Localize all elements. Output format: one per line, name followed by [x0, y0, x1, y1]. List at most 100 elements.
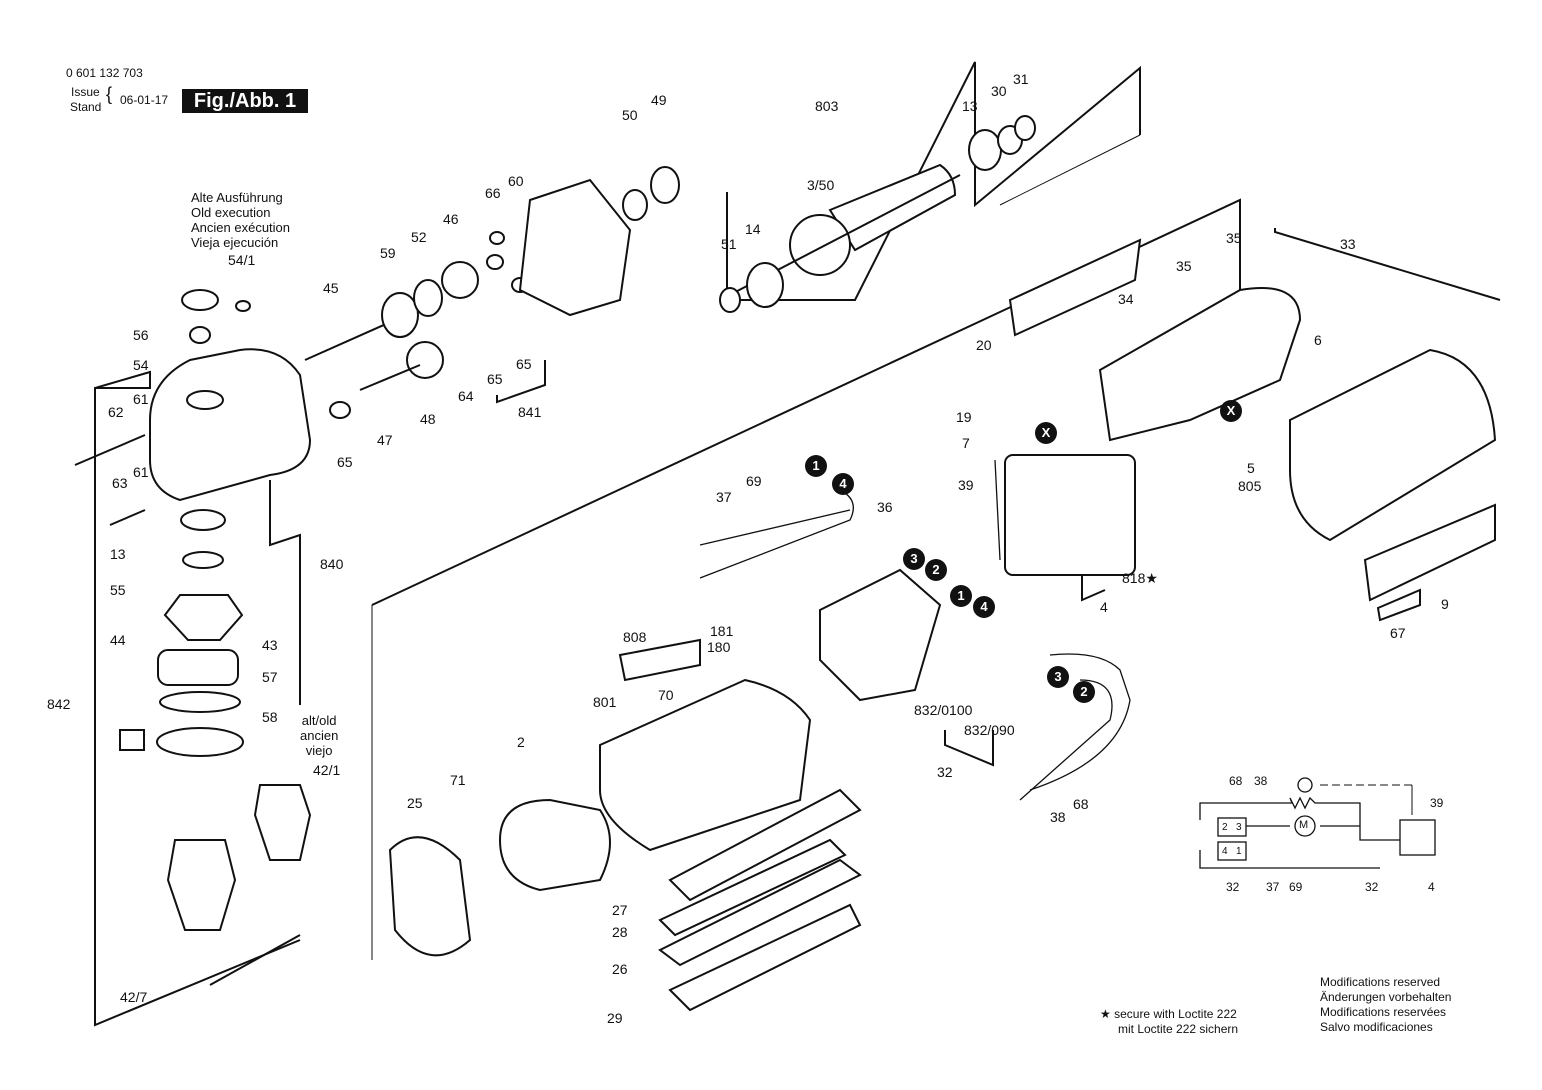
bush-65c	[486, 254, 504, 270]
gear-head-housing	[149, 348, 312, 502]
cap-56	[181, 289, 219, 311]
label-35a: 35	[1226, 230, 1242, 246]
label-54-1: 54/1	[228, 252, 256, 268]
plate-26	[658, 858, 862, 967]
group-4	[1081, 568, 1106, 602]
label-9: 9	[1441, 596, 1449, 612]
chuck-42-7	[166, 839, 237, 931]
badge-4: 4	[832, 473, 854, 495]
issue-label: Issue	[71, 85, 100, 99]
label-808: 808	[623, 629, 647, 645]
label-27: 27	[612, 902, 628, 918]
modifications-note: Modifications reserved Änderungen vorbeh…	[1320, 975, 1452, 1034]
label-832-090: 832/090	[964, 722, 1015, 738]
label-65a: 65	[516, 356, 532, 372]
baffle-25	[388, 836, 472, 957]
schem-term-4: 4	[1222, 846, 1228, 857]
label-803: 803	[815, 98, 839, 114]
schem-label-32b: 32	[1365, 880, 1379, 894]
group-line-armature	[999, 134, 1141, 206]
schem-label-39: 39	[1430, 796, 1444, 810]
bearing-flange	[518, 178, 632, 317]
label-180: 180	[707, 639, 731, 655]
label-46: 46	[443, 211, 459, 227]
sleeve-43	[157, 649, 239, 686]
label-4: 4	[1100, 599, 1108, 615]
cover-29	[668, 903, 862, 1012]
label-57: 57	[262, 669, 278, 685]
label-49: 49	[651, 92, 667, 108]
badge-3b: 3	[1047, 666, 1069, 688]
label-60: 60	[508, 173, 524, 189]
nut-54	[189, 326, 211, 344]
ring-49	[650, 166, 680, 204]
schem-switch	[1399, 819, 1436, 856]
label-14: 14	[745, 221, 761, 237]
group-outline-motor	[371, 198, 1241, 606]
label-47: 47	[377, 432, 393, 448]
schem-term-bottom	[1217, 841, 1247, 861]
bearing-13	[180, 509, 226, 531]
label-67: 67	[1390, 625, 1406, 641]
part-28	[658, 838, 847, 937]
label-31: 31	[1013, 71, 1029, 87]
issue-date: 06-01-17	[120, 93, 169, 107]
bearing-13-armature	[968, 129, 1002, 171]
schem-motor-label: M	[1299, 819, 1309, 831]
label-51: 51	[721, 236, 737, 252]
brace: {	[106, 84, 113, 104]
label-58: 58	[262, 709, 278, 725]
schem-label-69: 69	[1289, 880, 1303, 894]
label-42-7: 42/7	[120, 989, 148, 1005]
label-26: 26	[612, 961, 628, 977]
schem-term-1: 1	[1236, 846, 1242, 857]
label-25: 25	[407, 795, 423, 811]
alt-old-note: alt/old ancien viejo	[300, 713, 339, 758]
label-65c: 65	[337, 454, 353, 470]
label-45: 45	[323, 280, 339, 296]
screw-63	[109, 509, 146, 526]
label-2: 2	[517, 734, 525, 750]
label-808	[618, 638, 701, 682]
label-841: 841	[518, 404, 542, 420]
badge-2b: 2	[1073, 681, 1095, 703]
schem-label-38: 38	[1254, 774, 1268, 788]
ring-58	[156, 727, 244, 757]
shaft-47	[359, 364, 421, 391]
label-43: 43	[262, 637, 278, 653]
group-outline-842	[94, 370, 301, 1027]
bearing-59	[381, 292, 419, 338]
switch-cable	[994, 459, 1001, 561]
group-840	[269, 480, 301, 705]
label-801: 801	[593, 694, 617, 710]
washer-54-1	[235, 300, 251, 312]
ring-52	[413, 279, 443, 317]
bearing-14	[746, 262, 784, 308]
label-28: 28	[612, 924, 628, 940]
gear-48	[406, 341, 444, 379]
schem-label-37: 37	[1266, 880, 1280, 894]
label-19: 19	[956, 409, 972, 425]
label-20: 20	[976, 337, 992, 353]
bush-66	[489, 231, 505, 245]
label-61b: 61	[133, 464, 149, 480]
group-outline-housing	[1274, 228, 1501, 301]
brush-holder-36	[819, 568, 942, 702]
label-842: 842	[47, 696, 71, 712]
label-5: 5	[1247, 460, 1255, 476]
label-840: 840	[320, 556, 344, 572]
label-61a: 61	[133, 391, 149, 407]
housing-bore	[186, 390, 224, 410]
stator-2	[498, 798, 611, 892]
badge-3: 3	[903, 548, 925, 570]
badge-2: 2	[925, 559, 947, 581]
label-7: 7	[962, 435, 970, 451]
old-execution-note: Alte Ausführung Old execution Ancien exé…	[191, 190, 291, 250]
chuck-42-1	[253, 784, 312, 861]
label-832-0100: 832/0100	[914, 702, 973, 718]
label-13-top: 13	[962, 98, 978, 114]
screw-62	[74, 434, 146, 466]
label-64: 64	[458, 388, 474, 404]
